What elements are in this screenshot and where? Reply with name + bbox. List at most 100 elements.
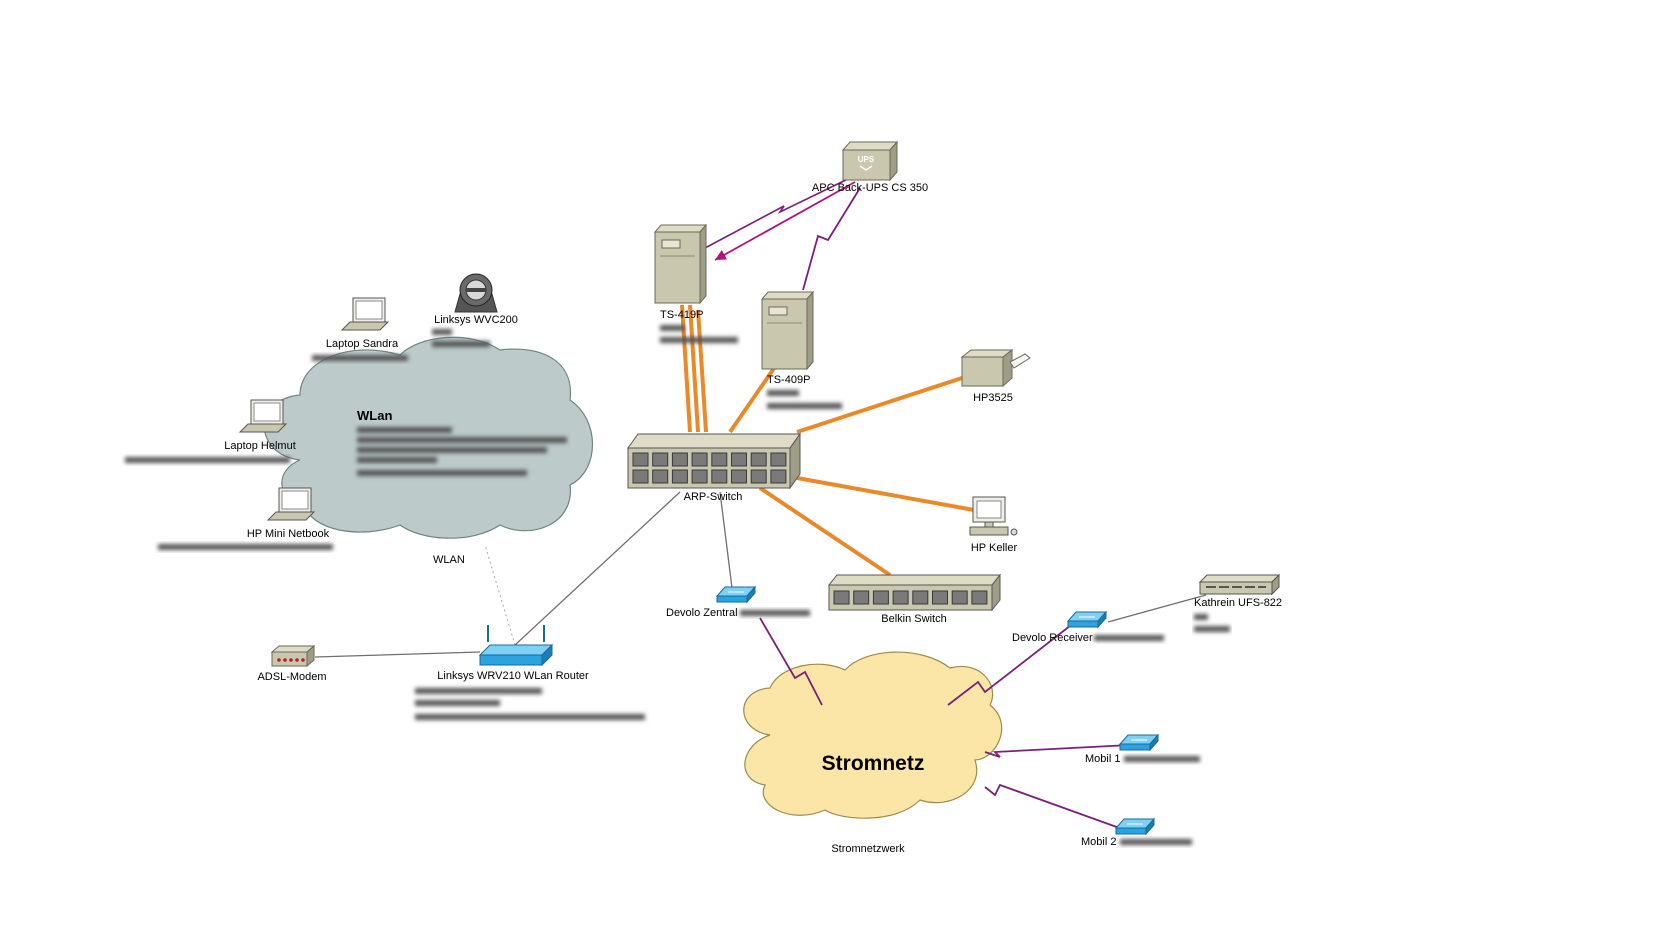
node-hp-mini-netbook[interactable]: HP Mini Netbook — [158, 487, 333, 550]
power-cloud-shape — [743, 651, 1003, 819]
kathrein-redacted-text — [1194, 614, 1230, 632]
arp-switch-label: ARP-Switch — [684, 491, 743, 503]
mobil2-label: Mobil 2 — [1081, 836, 1116, 848]
node-ts409p[interactable]: TS-409P — [760, 290, 842, 409]
link-ups-ts419-arrow — [714, 181, 856, 261]
laptop-sandra-redacted-text — [312, 355, 408, 361]
ts409p-label: TS-409P — [767, 374, 810, 386]
printer-icon — [960, 348, 1031, 388]
node-ts419p[interactable]: TS-419P — [653, 223, 738, 343]
switch-port — [872, 590, 889, 605]
wifi-router-icon — [478, 625, 554, 667]
link-arp-devolo-zentral — [719, 491, 733, 589]
switch-port — [671, 469, 688, 484]
camera-label: Linksys WVC200 — [434, 314, 518, 326]
switch-port — [731, 469, 747, 484]
node-arp-switch[interactable]: ARP-Switch — [627, 432, 801, 503]
link-router-adsl — [314, 651, 481, 658]
link-devolo-receiver-kathrein — [1107, 594, 1207, 623]
switch-port — [652, 452, 669, 467]
switch-port — [711, 452, 728, 467]
powerline-links — [759, 187, 1131, 831]
switch-port — [770, 469, 787, 484]
hp-keller-label: HP Keller — [971, 542, 1018, 554]
desktop-pc-icon — [969, 496, 1018, 536]
node-devolo-zentral[interactable]: Devolo Zentral — [666, 585, 810, 619]
ups-label: APC Back-UPS CS 350 — [812, 182, 928, 194]
powerline-adapter-icon — [1118, 733, 1160, 752]
link-arp-ts419-a — [680, 304, 692, 433]
netbook-redacted-text — [158, 544, 333, 550]
node-ups[interactable]: UPS APC Back-UPS CS 350 — [812, 140, 928, 194]
powerline-adapter-icon — [715, 585, 757, 604]
belkin-switch-label: Belkin Switch — [881, 613, 946, 625]
devolo-zentral-label: Devolo Zentral — [666, 607, 738, 619]
laptop-icon — [266, 487, 316, 521]
receiver-icon — [1198, 573, 1281, 596]
server-tower-icon — [760, 290, 815, 371]
node-mobil2[interactable]: Mobil 2 — [1081, 817, 1192, 848]
ups-badge: UPS — [858, 155, 875, 164]
server-tower-icon — [653, 223, 708, 305]
router-redacted-text — [415, 688, 645, 720]
wlan-cloud-redacted-text — [357, 427, 567, 476]
power-cloud: Stromnetz Stromnetzwerk — [743, 651, 1003, 855]
switch-port — [833, 590, 850, 605]
power-cloud-title: Stromnetz — [822, 752, 925, 775]
switch-port — [691, 469, 708, 484]
switch-port — [770, 452, 787, 467]
link-arp-ts419-c — [696, 309, 708, 433]
mobil1-label: Mobil 1 — [1085, 753, 1120, 765]
switch-port — [652, 469, 669, 484]
link-router-wlan-dashed — [484, 544, 516, 646]
powerline-adapter-icon — [1066, 610, 1108, 629]
laptop-helmut-label: Laptop Helmut — [224, 440, 296, 452]
wlan-cloud-title: WLan — [357, 408, 392, 423]
link-arp-belkin — [758, 486, 892, 577]
ts419p-label: TS-419P — [660, 309, 703, 321]
ts419p-redacted-text — [660, 325, 738, 343]
link-arp-hp3525 — [796, 376, 963, 434]
laptop-helmut-redacted-text — [125, 457, 290, 463]
node-kathrein-ufs822[interactable]: Kathrein UFS-822 — [1194, 573, 1282, 632]
node-laptop-sandra[interactable]: Laptop Sandra — [312, 297, 408, 361]
netbook-label: HP Mini Netbook — [247, 528, 330, 540]
node-mobil1[interactable]: Mobil 1 — [1085, 733, 1200, 765]
link-ups-ts419 — [704, 177, 851, 249]
kathrein-label: Kathrein UFS-822 — [1194, 597, 1282, 609]
switch-port — [951, 590, 968, 605]
switch-port — [691, 452, 708, 467]
router-label: Linksys WRV210 WLan Router — [437, 670, 589, 682]
devolo-receiver-redacted-text — [1094, 635, 1164, 641]
mobil2-redacted-text — [1120, 839, 1192, 845]
ups-icon: UPS — [841, 140, 899, 182]
switch-icon — [827, 573, 1002, 612]
ts409p-redacted-text — [767, 390, 842, 409]
node-laptop-helmut[interactable]: Laptop Helmut — [125, 399, 296, 463]
link-devolo-zentral-power — [759, 617, 823, 706]
node-devolo-receiver[interactable]: Devolo Receiver — [1012, 610, 1164, 644]
node-belkin-switch[interactable]: Belkin Switch — [827, 573, 1002, 625]
switch-port — [750, 452, 767, 467]
node-linksys-router[interactable]: Linksys WRV210 WLan Router — [415, 625, 645, 720]
hp3525-label: HP3525 — [973, 392, 1013, 404]
switch-port — [671, 452, 688, 467]
laptop-sandra-label: Laptop Sandra — [326, 338, 399, 350]
adsl-modem-label: ADSL-Modem — [257, 671, 326, 683]
switch-port — [711, 469, 728, 484]
node-hp3525[interactable]: HP3525 — [960, 348, 1031, 404]
devolo-zentral-redacted-text — [740, 610, 810, 616]
switch-port — [892, 590, 909, 605]
wlan-cloud: WLan WLAN — [263, 336, 593, 566]
switch-port — [853, 590, 870, 605]
laptop-icon — [238, 399, 288, 433]
switch-icon — [627, 432, 801, 490]
switch-port — [971, 590, 988, 605]
switch-port — [912, 590, 929, 605]
node-hp-keller[interactable]: HP Keller — [969, 496, 1018, 554]
node-linksys-wvc200[interactable]: Linksys WVC200 — [432, 273, 518, 347]
wlan-cloud-caption: WLAN — [433, 554, 465, 566]
switch-port — [750, 469, 767, 484]
node-adsl-modem[interactable]: ADSL-Modem — [257, 644, 327, 683]
